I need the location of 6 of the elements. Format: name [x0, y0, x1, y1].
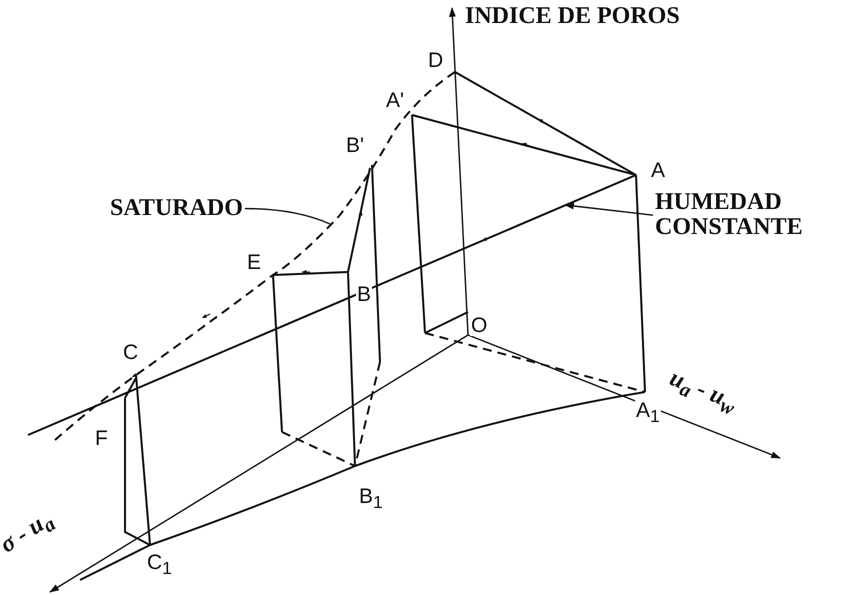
callout-label: HUMEDAD CONSTANTE: [655, 190, 862, 240]
leader-line: [244, 208, 330, 225]
callout-label: SATURADO: [110, 196, 243, 222]
axis-title: INDICE DE POROS: [465, 4, 680, 28]
point-label: O: [470, 315, 488, 336]
leader-line: [564, 202, 654, 216]
